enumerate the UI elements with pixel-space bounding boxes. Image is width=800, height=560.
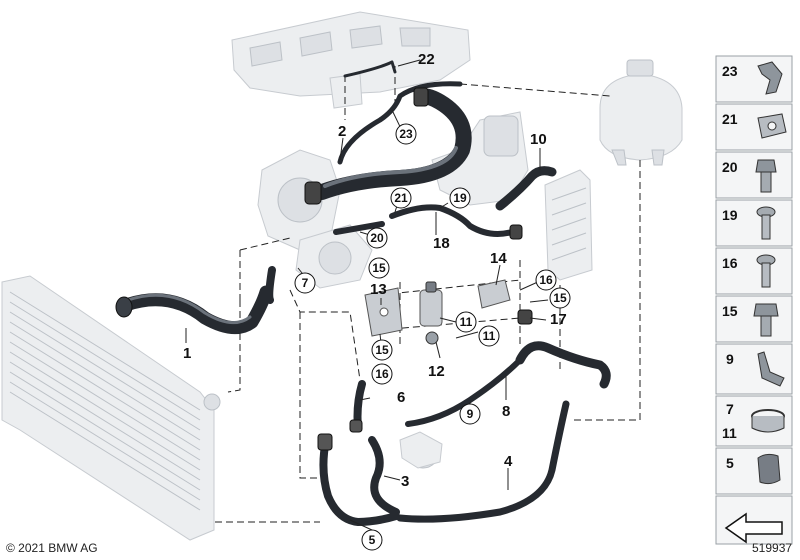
callout-circle-21: 21 — [390, 187, 412, 209]
callout-12: 12 — [428, 363, 445, 380]
callout-13: 13 — [370, 281, 387, 298]
legend-item-5: 5 — [715, 447, 793, 495]
legend-item-15: 15 — [715, 295, 793, 343]
callout-7: 7 — [302, 276, 309, 290]
diagram-id: 519937 — [752, 541, 792, 555]
callout-14: 14 — [490, 250, 507, 267]
callout-11a: 11 — [460, 315, 473, 329]
legend-label-5: 5 — [726, 455, 734, 471]
callout-circle-23: 23 — [395, 123, 417, 145]
legend-item-16: 16 — [715, 247, 793, 295]
orientation-arrow — [715, 495, 793, 545]
legend-label-16: 16 — [722, 255, 738, 271]
water-pump-ghost — [399, 431, 443, 469]
bracket-14 — [477, 279, 511, 309]
callout-circle-15c: 15 — [549, 287, 571, 309]
callout-8: 8 — [502, 403, 510, 420]
legend-label-9: 9 — [726, 351, 734, 367]
legend-item-9: 9 — [715, 343, 793, 395]
callout-22: 22 — [418, 51, 435, 68]
legend-label-21: 21 — [722, 111, 738, 127]
callout-circle-16a: 16 — [371, 363, 393, 385]
callout-circle-19: 19 — [449, 187, 471, 209]
callout-16a: 16 — [375, 367, 389, 381]
callout-2: 2 — [338, 123, 346, 140]
legend-column: 23 21 20 19 16 — [715, 55, 793, 545]
legend-item-19: 19 — [715, 199, 793, 247]
callout-23: 23 — [399, 127, 413, 141]
bracket-13 — [364, 287, 403, 337]
callout-15a: 15 — [372, 261, 386, 275]
legend-label-20: 20 — [722, 159, 738, 175]
turbocharger-ghost — [257, 149, 373, 289]
callout-15b: 15 — [375, 343, 389, 357]
callout-circle-11b: 11 — [478, 325, 500, 347]
callout-15c: 15 — [553, 291, 567, 305]
callout-circle-15b: 15 — [371, 339, 393, 361]
callout-circle-15a: 15 — [368, 257, 390, 279]
callout-1: 1 — [183, 345, 191, 362]
legend-item-23: 23 — [715, 55, 793, 103]
legend-label-11: 11 — [722, 425, 737, 441]
callout-3: 3 — [401, 473, 409, 490]
callout-9: 9 — [467, 407, 474, 421]
oil-cooler-ghost — [544, 169, 593, 281]
callout-numbers: 1 2 3 4 6 8 10 12 13 14 17 18 22 — [183, 51, 567, 490]
callout-6: 6 — [397, 389, 405, 406]
legend-label-19: 19 — [722, 207, 738, 223]
callout-circle-16b: 16 — [535, 269, 557, 291]
callout-circle-11a: 11 — [455, 311, 477, 333]
legend-label-23: 23 — [722, 63, 738, 79]
callout-17: 17 — [550, 311, 567, 328]
callout-21: 21 — [394, 191, 408, 205]
callout-circle-20: 20 — [366, 227, 388, 249]
callout-circle-7: 7 — [294, 272, 316, 294]
expansion-tank-ghost — [599, 59, 683, 166]
callout-circle-5: 5 — [361, 529, 383, 551]
copyright-text: © 2021 BMW AG — [6, 541, 98, 555]
valve-12 — [419, 281, 443, 345]
legend-item-20: 20 — [715, 151, 793, 199]
callout-circle-9: 9 — [459, 403, 481, 425]
callout-4: 4 — [504, 453, 513, 470]
legend-item-7-11: 7 11 — [715, 395, 793, 447]
callout-11b: 11 — [483, 329, 496, 343]
legend-label-15: 15 — [722, 303, 738, 319]
hoses — [115, 60, 611, 526]
legend-item-21: 21 — [715, 103, 793, 151]
callout-20: 20 — [370, 231, 384, 245]
callout-5: 5 — [369, 533, 376, 547]
callout-16b: 16 — [539, 273, 553, 287]
circled-callouts: 23 21 19 20 7 15 15 16 — [294, 123, 571, 551]
direction-arrow-icon — [724, 512, 783, 544]
callout-10: 10 — [530, 131, 547, 148]
callout-19: 19 — [453, 191, 467, 205]
radiator-ghost — [1, 275, 221, 541]
legend-label-7: 7 — [726, 401, 734, 417]
cylinder-head-ghost — [231, 11, 471, 109]
callout-18: 18 — [433, 235, 450, 252]
